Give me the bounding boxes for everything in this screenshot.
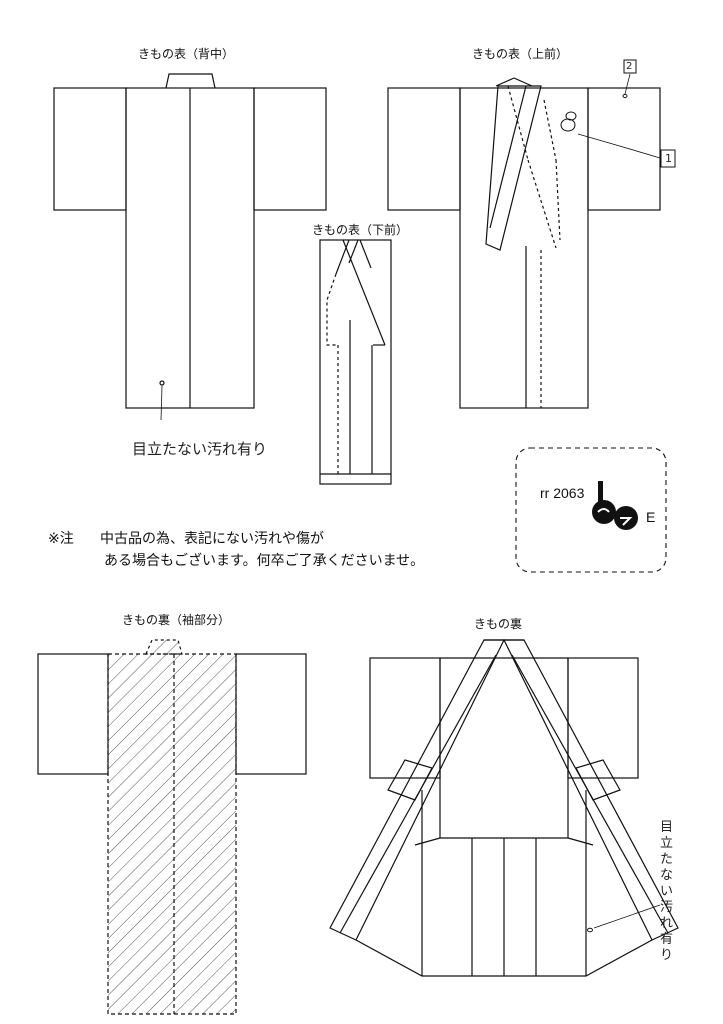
annotation-mark-2: 2 bbox=[626, 61, 633, 72]
kimono-lining-sleeve-view bbox=[37, 639, 307, 1015]
kimono-lining-view bbox=[329, 639, 679, 977]
shop-stamp-box bbox=[515, 447, 667, 573]
notice-prefix: ※注 bbox=[48, 531, 74, 547]
label-kimono-lining-sleeve: きもの裏（袖部分） bbox=[122, 613, 231, 627]
label-kimono-front-upper: きもの表（上前） bbox=[472, 47, 569, 61]
stamp-suffix: E bbox=[646, 509, 656, 525]
notice-line-2: ある場合もございます。何卒ご了承くださいませ。 bbox=[104, 553, 425, 569]
shop-logo-icon bbox=[592, 481, 638, 530]
annotation-lining-stain: 目立たない汚れ有り bbox=[660, 820, 674, 963]
stamp-code: rr 2063 bbox=[540, 485, 585, 501]
kimono-back-view bbox=[53, 73, 327, 421]
label-kimono-back: きもの表（背中） bbox=[138, 47, 235, 61]
notice-line-1: 中古品の為、表記にない汚れや傷が bbox=[100, 531, 324, 547]
annotation-back-stain: 目立たない汚れ有り bbox=[132, 440, 268, 458]
annotation-mark-1: 1 bbox=[665, 152, 672, 165]
kimono-lower-front-view bbox=[319, 239, 392, 485]
kimono-upper-front-view bbox=[387, 59, 676, 409]
label-kimono-front-lower: きもの表（下前） bbox=[312, 223, 409, 237]
label-kimono-lining: きもの裏 bbox=[474, 617, 523, 631]
